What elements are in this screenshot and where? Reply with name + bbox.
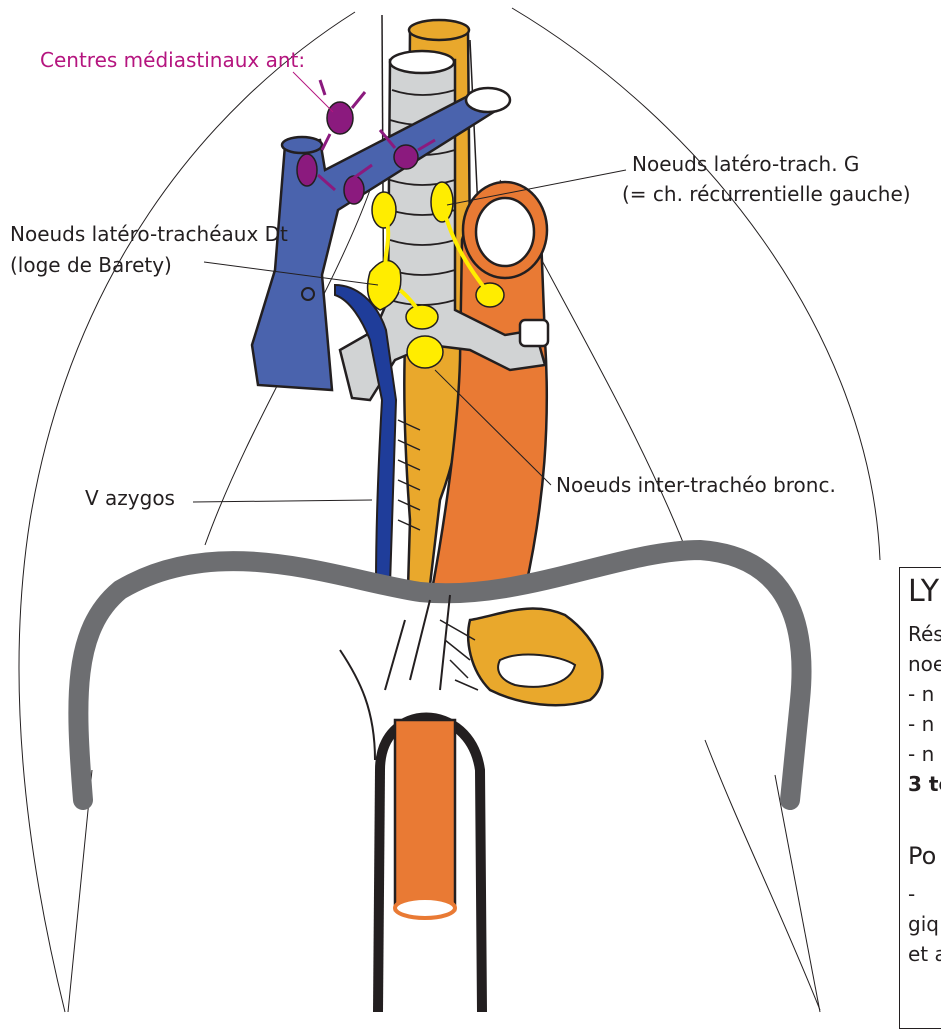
legend-subtitle: Po bbox=[908, 842, 936, 870]
label-lat-trach-g-1: Noeuds latéro-trach. G bbox=[632, 152, 859, 176]
legend-line: Rés bbox=[908, 622, 941, 646]
label-lat-trach-dt-1: Noeuds latéro-trachéaux Dt bbox=[10, 222, 288, 246]
legend-bold-line: 3 te bbox=[908, 772, 941, 796]
legend-line: et a bbox=[908, 942, 941, 966]
label-lat-trach-dt-2: (loge de Barety) bbox=[10, 253, 172, 277]
legend-line: - n bbox=[908, 682, 934, 706]
label-inter-tracheo: Noeuds inter-trachéo bronc. bbox=[556, 473, 836, 497]
azygos-vein bbox=[335, 285, 396, 585]
legend-line: noe bbox=[908, 652, 941, 676]
legend-line: - n bbox=[908, 712, 934, 736]
legend-line: giq bbox=[908, 912, 939, 936]
legend-line: - n bbox=[908, 742, 934, 766]
label-centres-mediastinaux: Centres médiastinaux ant: bbox=[40, 48, 305, 72]
legend-title: LY bbox=[908, 574, 939, 609]
label-v-azygos: V azygos bbox=[85, 486, 175, 510]
abdominal-structures bbox=[340, 595, 602, 1012]
legend-box: LY Rés noe - n - n - n 3 te Po - giq et … bbox=[899, 567, 941, 1029]
legend-line: - bbox=[908, 882, 915, 906]
label-lat-trach-g-2: (= ch. récurrentielle gauche) bbox=[622, 182, 911, 206]
